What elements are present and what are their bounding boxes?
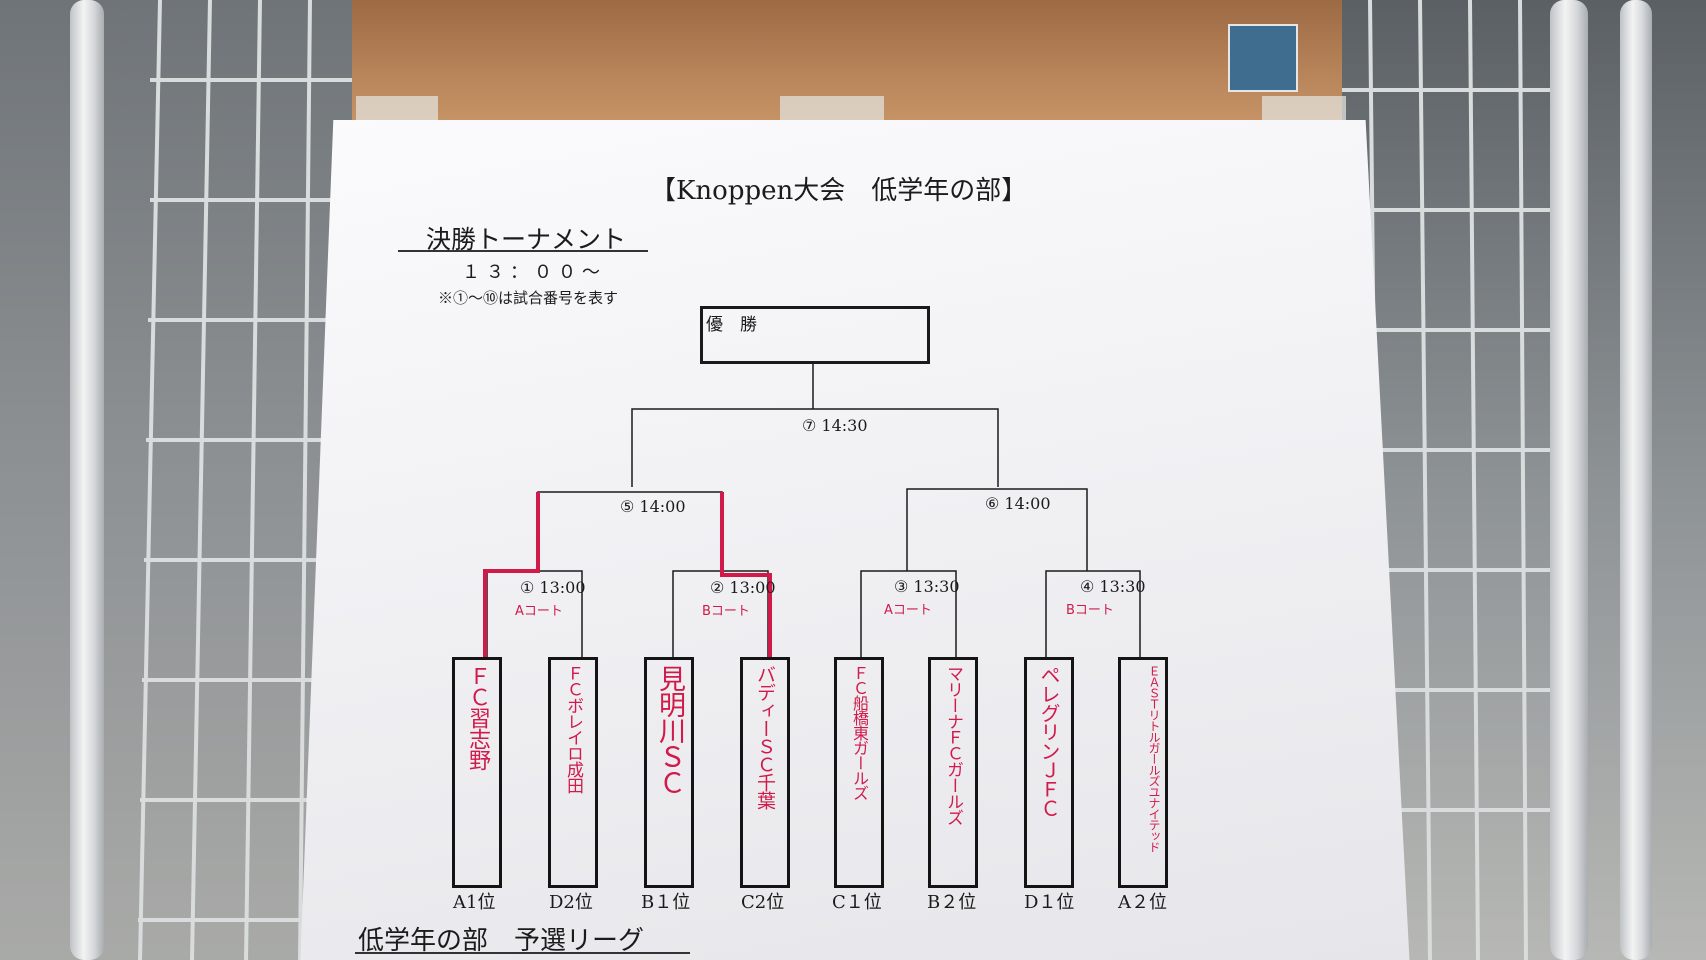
bottom-title-underline <box>355 952 690 954</box>
tape-strip <box>1262 96 1346 124</box>
team-seed: A1位 <box>453 892 496 913</box>
team-name: ＦＣ船橋東ガールズ <box>850 665 869 800</box>
fence-post-right <box>1550 0 1588 960</box>
fence-post-far-right <box>1620 0 1652 960</box>
winner-box <box>700 306 930 364</box>
winner-label: 優 勝 <box>706 315 757 335</box>
match-7-label: ⑦ 14:30 <box>802 416 868 435</box>
subtitle-underline <box>398 250 648 252</box>
team-box <box>1118 657 1168 888</box>
team-box <box>834 657 884 888</box>
team-seed: B１位 <box>641 892 691 913</box>
winner-path-highlight <box>483 492 772 657</box>
match-5-label: ⑤ 14:00 <box>620 497 686 516</box>
team-seed: C2位 <box>741 892 785 913</box>
team-box <box>1024 657 1074 888</box>
poster-subtitle: 決勝トーナメント <box>426 225 627 254</box>
match-2-court: Bコート <box>702 604 750 619</box>
team-seed: C１位 <box>832 892 882 913</box>
team-name: ペレグリンＪＦＣ <box>1037 665 1061 817</box>
team-name: バディーＳＣ千葉 <box>754 665 776 809</box>
team-seed: A２位 <box>1118 892 1167 913</box>
team-seed: D１位 <box>1024 892 1075 913</box>
team-box <box>740 657 790 888</box>
match-2-label: ② 13:00 <box>710 578 776 597</box>
match-1-label: ① 13:00 <box>520 578 586 597</box>
team-box <box>452 657 502 888</box>
match-1-court: Aコート <box>515 604 563 619</box>
match-number-note: ※①～⑩は試合番号を表す <box>438 289 619 307</box>
team-name: マリーナＦＣガールズ <box>943 665 963 825</box>
team-name: ＥＡＳＴリトルガールズユナイテッド <box>1147 665 1161 852</box>
match-6-label: ⑥ 14:00 <box>985 494 1051 513</box>
poster-title: 【Knoppen大会 低学年の部】 <box>650 176 1028 206</box>
team-seed: D2位 <box>549 892 593 913</box>
team-box <box>644 657 694 888</box>
tournament-poster <box>300 120 1410 960</box>
team-name: ＦＣ習志野 <box>465 665 490 770</box>
preliminary-league-title: 低学年の部 予選リーグ <box>358 926 645 956</box>
tape-strip <box>780 96 884 124</box>
team-box <box>548 657 598 888</box>
match-4-label: ④ 13:30 <box>1080 577 1146 596</box>
match-4-court: Bコート <box>1066 603 1114 618</box>
team-name: 見明川ＳＣ <box>654 665 685 795</box>
team-box <box>928 657 978 888</box>
team-seed: B２位 <box>927 892 977 913</box>
board-sticker <box>1228 24 1298 92</box>
match-3-label: ③ 13:30 <box>894 577 960 596</box>
fence-post-left <box>70 0 104 960</box>
match-3-court: Aコート <box>884 603 932 618</box>
team-name: ＦＣボレイロ成田 <box>563 665 583 793</box>
start-time: １３：００～ <box>462 262 606 283</box>
tape-strip <box>356 96 438 124</box>
